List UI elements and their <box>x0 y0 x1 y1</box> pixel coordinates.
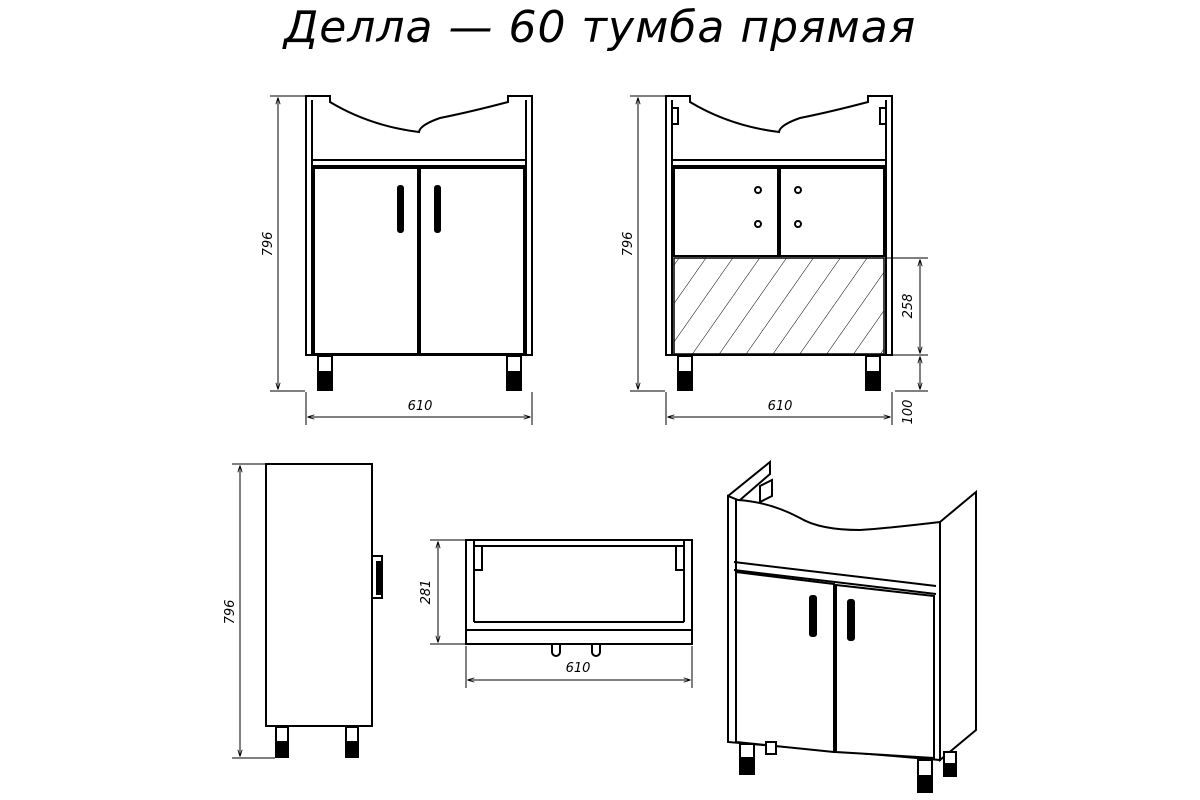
front-width-label: 610 <box>408 399 433 414</box>
perspective-left-door <box>735 570 835 754</box>
top-cabinet-outline <box>465 539 693 645</box>
drawing-title: Делла — 60 тумба прямая <box>283 2 917 53</box>
side-view <box>265 463 383 758</box>
hinge-icon <box>754 186 762 194</box>
perspective-view <box>727 459 977 793</box>
perspective-left-handle <box>809 595 817 637</box>
back-panel-height-label: 258 <box>901 294 916 319</box>
back-view <box>665 95 893 391</box>
top-view <box>465 539 693 657</box>
top-handle-icon <box>551 644 561 657</box>
front-view <box>305 95 533 391</box>
perspective-right-door <box>835 583 935 760</box>
top-depth-label: 281 <box>419 580 434 605</box>
back-left-door <box>673 167 779 257</box>
front-height-label: 796 <box>261 232 276 257</box>
perspective-leg-back-left <box>765 741 777 755</box>
leg-height-label: 100 <box>901 400 916 425</box>
back-width-label: 610 <box>768 399 793 414</box>
back-panel-hatched <box>673 257 885 355</box>
front-dimensions <box>270 95 533 425</box>
front-right-handle <box>434 185 441 233</box>
back-height-label: 796 <box>621 232 636 257</box>
side-cabinet-outline <box>265 463 373 727</box>
front-right-door <box>419 167 525 355</box>
perspective-right-handle <box>847 599 855 641</box>
back-dimensions <box>630 95 928 425</box>
top-width-label: 610 <box>566 661 591 676</box>
perspective-side-panel <box>939 489 977 763</box>
side-height-label: 796 <box>223 600 238 625</box>
back-right-door <box>779 167 885 257</box>
side-dimensions <box>232 463 275 759</box>
top-dimensions <box>430 539 693 688</box>
front-left-handle <box>397 185 404 233</box>
